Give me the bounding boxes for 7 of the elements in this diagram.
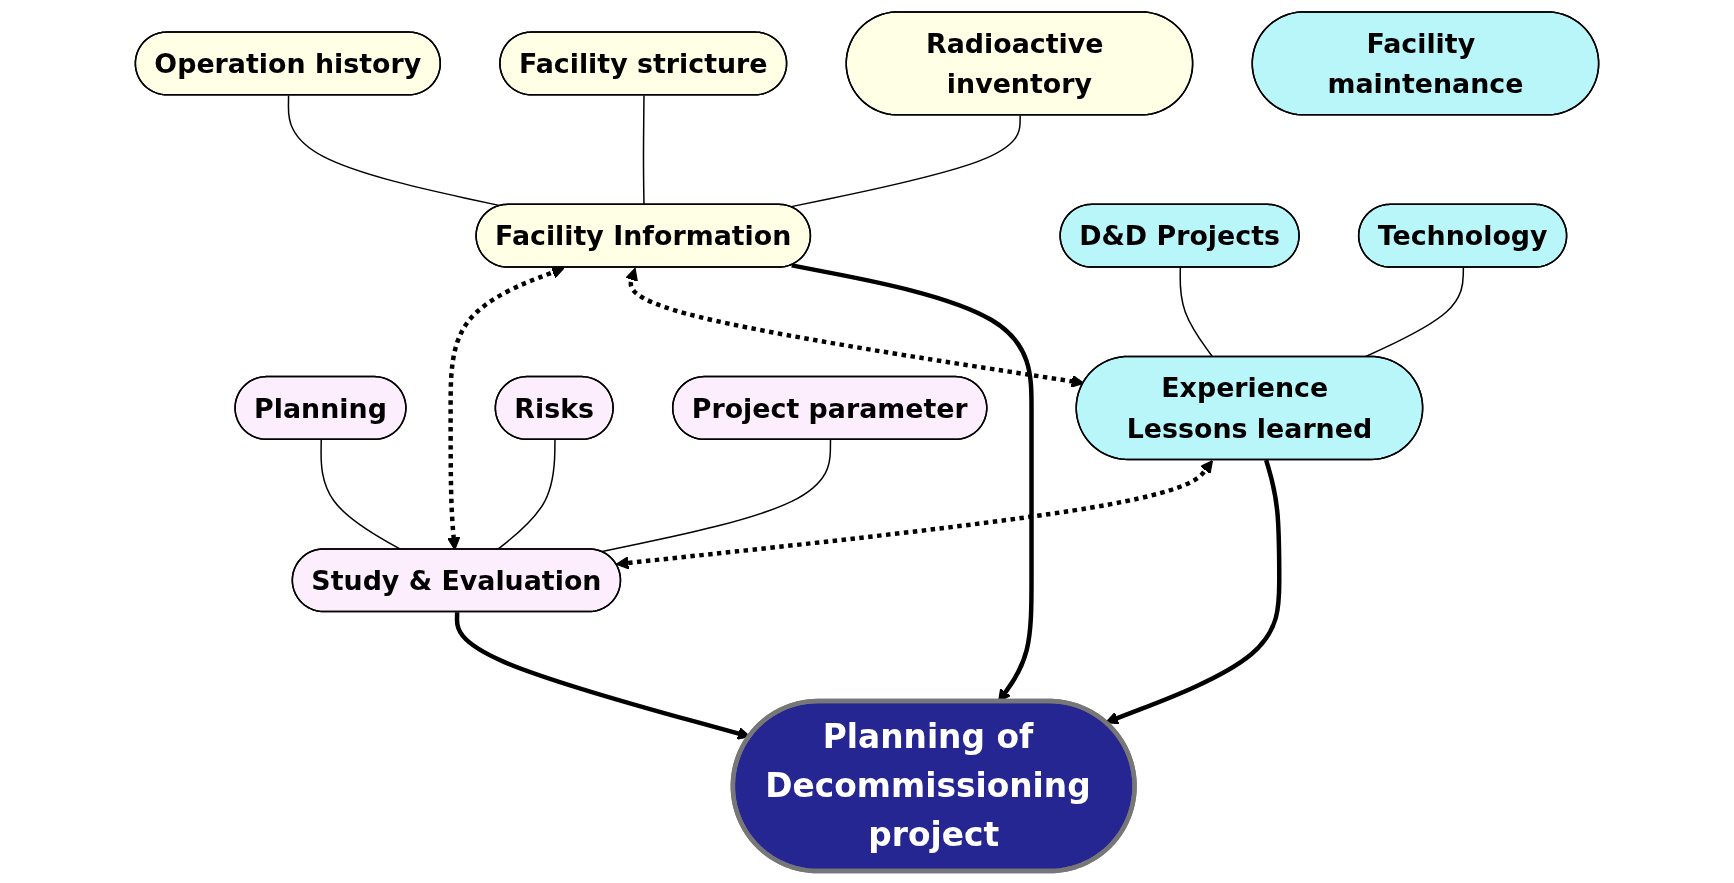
arrow [1105, 459, 1282, 725]
arrow [615, 460, 1214, 570]
connector [789, 114, 1021, 208]
connector [600, 439, 832, 553]
arrow [625, 267, 1085, 388]
connector [1179, 267, 1214, 358]
connector [642, 94, 645, 206]
